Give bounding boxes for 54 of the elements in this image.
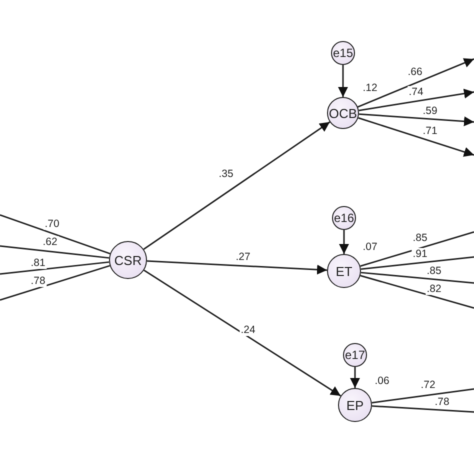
arrow <box>358 117 474 157</box>
path-line <box>360 272 474 284</box>
edge-label: .85 <box>412 232 428 244</box>
edge-label: .78 <box>434 396 450 408</box>
latent-variable-circle <box>327 254 361 288</box>
latent-variable-circle <box>109 241 147 279</box>
latent-variable-circle <box>338 388 372 422</box>
arrow <box>339 230 349 254</box>
edge-label: .85 <box>426 265 442 277</box>
edge-label: .35 <box>218 168 234 180</box>
edge-label: .24 <box>240 324 256 336</box>
arrow <box>350 367 360 388</box>
variable-name: OCB <box>328 106 358 120</box>
edge-label: .70 <box>44 218 60 230</box>
r-squared-value: .06 <box>374 375 390 387</box>
edge-label: .62 <box>42 236 58 248</box>
arrow <box>143 121 330 250</box>
path-line <box>372 405 474 413</box>
path-line <box>0 261 110 275</box>
path-line <box>360 231 474 267</box>
latent-variable-circle <box>327 97 359 129</box>
variable-name: EP <box>346 398 364 412</box>
arrow <box>358 113 474 126</box>
edge-label: .66 <box>406 66 424 78</box>
variable-name: e17 <box>344 348 366 362</box>
variable-name: e16 <box>334 211 354 225</box>
path-line <box>0 264 110 301</box>
variable-name: ET <box>336 264 352 278</box>
arrow <box>358 58 474 108</box>
path-line <box>0 214 110 254</box>
path-line <box>372 388 474 404</box>
arrow <box>338 65 348 97</box>
arrow <box>358 88 474 112</box>
edge-label: .74 <box>408 86 424 98</box>
error-term-circle <box>331 41 355 65</box>
edge-label: .59 <box>422 105 438 117</box>
error-term-circle <box>332 206 356 230</box>
variable-name: CSR <box>114 252 142 268</box>
edge-label: .71 <box>422 125 438 137</box>
edge-label: .82 <box>426 283 442 295</box>
edge-label: .27 <box>234 251 252 263</box>
path-line <box>360 274 474 309</box>
r-squared-value: .07 <box>362 241 378 253</box>
edge-label: .91 <box>412 248 428 260</box>
r-squared-value: .12 <box>362 82 378 94</box>
path-line <box>0 245 110 259</box>
path-line <box>360 256 474 270</box>
error-term-circle <box>343 343 367 367</box>
arrow <box>146 260 328 275</box>
arrow <box>144 270 342 396</box>
edge-label: .78 <box>30 275 46 287</box>
variable-name: e15 <box>332 46 354 60</box>
edge-label: .72 <box>420 379 436 391</box>
edge-label: .81 <box>30 257 46 269</box>
